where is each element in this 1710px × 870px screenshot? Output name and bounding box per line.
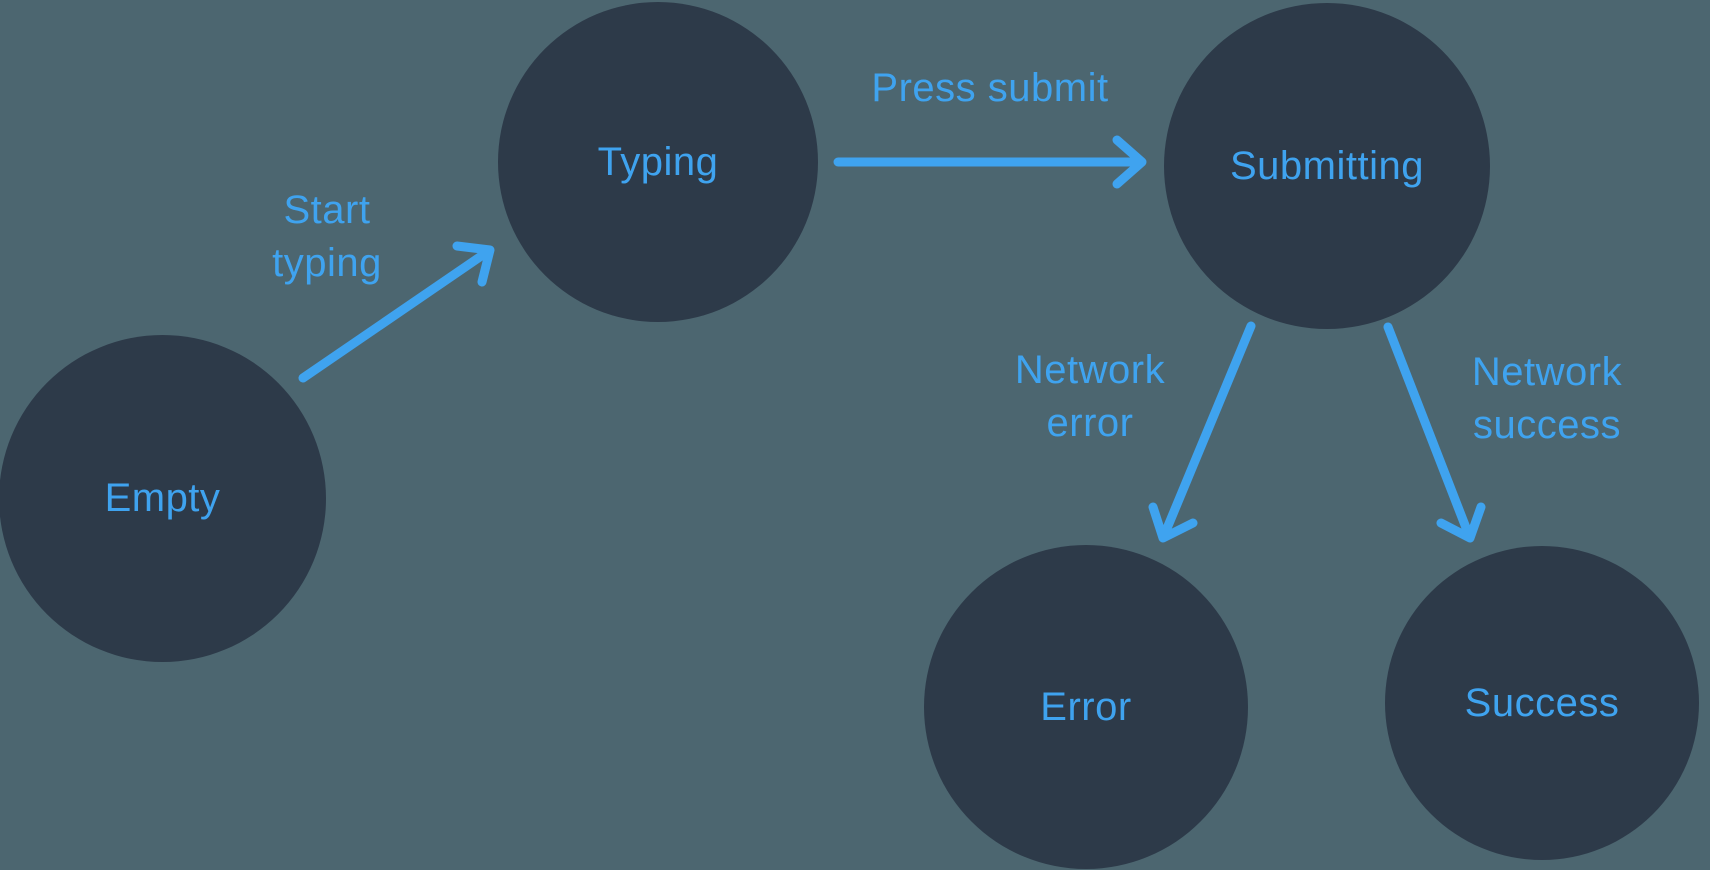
edge-label-line: Press submit [871,66,1109,110]
state-label-error: Error [1040,684,1132,729]
edge-label-press-submit: Press submit [840,62,1140,115]
arrow-start-typing [298,241,495,383]
edge-label-line: Network [1471,350,1623,394]
state-node-empty: Empty [0,335,326,662]
arrow-network-success [1383,322,1486,543]
state-label-typing: Typing [597,139,719,184]
edge-label-network-error: Network error [950,344,1230,450]
edge-label-line: success [1473,403,1621,447]
state-node-success: Success [1385,546,1699,860]
state-node-submitting: Submitting [1164,3,1490,329]
edge-label-line: Network [1014,348,1166,392]
state-label-success: Success [1464,680,1620,725]
state-node-typing: Typing [498,2,818,322]
state-label-submitting: Submitting [1230,143,1424,188]
edge-label-line: Start [283,188,371,232]
edge-label-start-typing: Start typing [197,184,457,290]
edge-label-line: typing [272,241,382,285]
edge-label-line: error [1046,401,1134,445]
state-label-empty: Empty [104,476,221,520]
edge-label-network-success: Network success [1407,346,1687,452]
state-node-error: Error [924,545,1248,869]
arrow-press-submit [833,135,1147,189]
arrow-network-error [1148,321,1256,543]
